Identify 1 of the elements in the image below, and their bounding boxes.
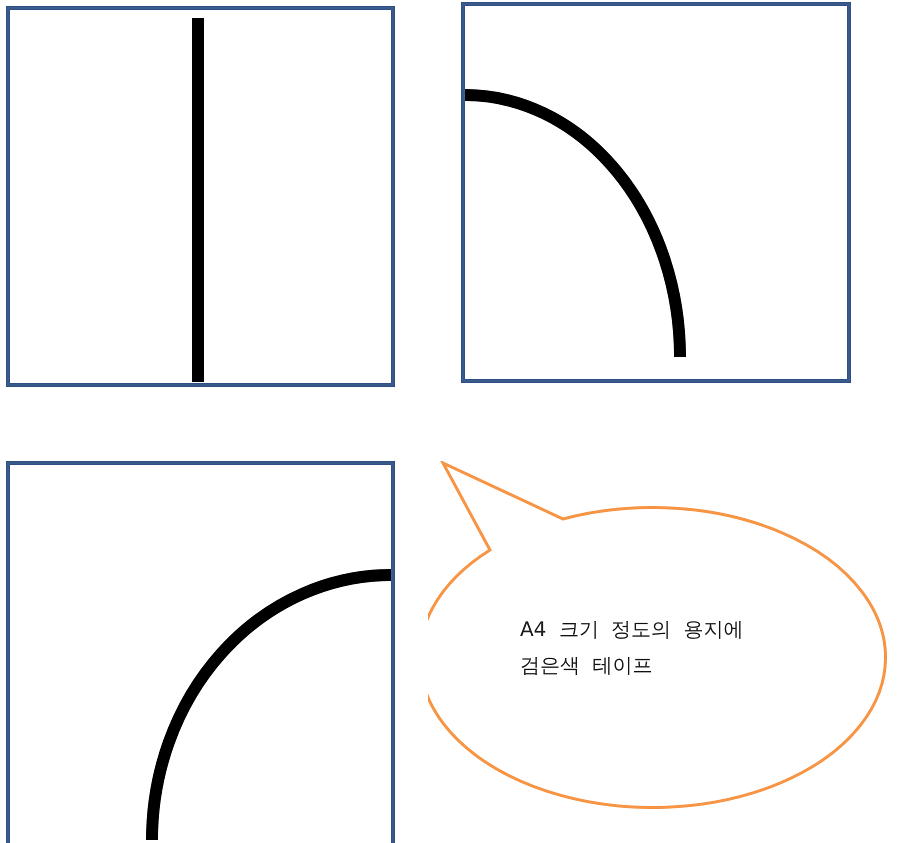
callout-text: A4 크기 정도의 용지에 검은색 테이프 bbox=[520, 616, 744, 679]
